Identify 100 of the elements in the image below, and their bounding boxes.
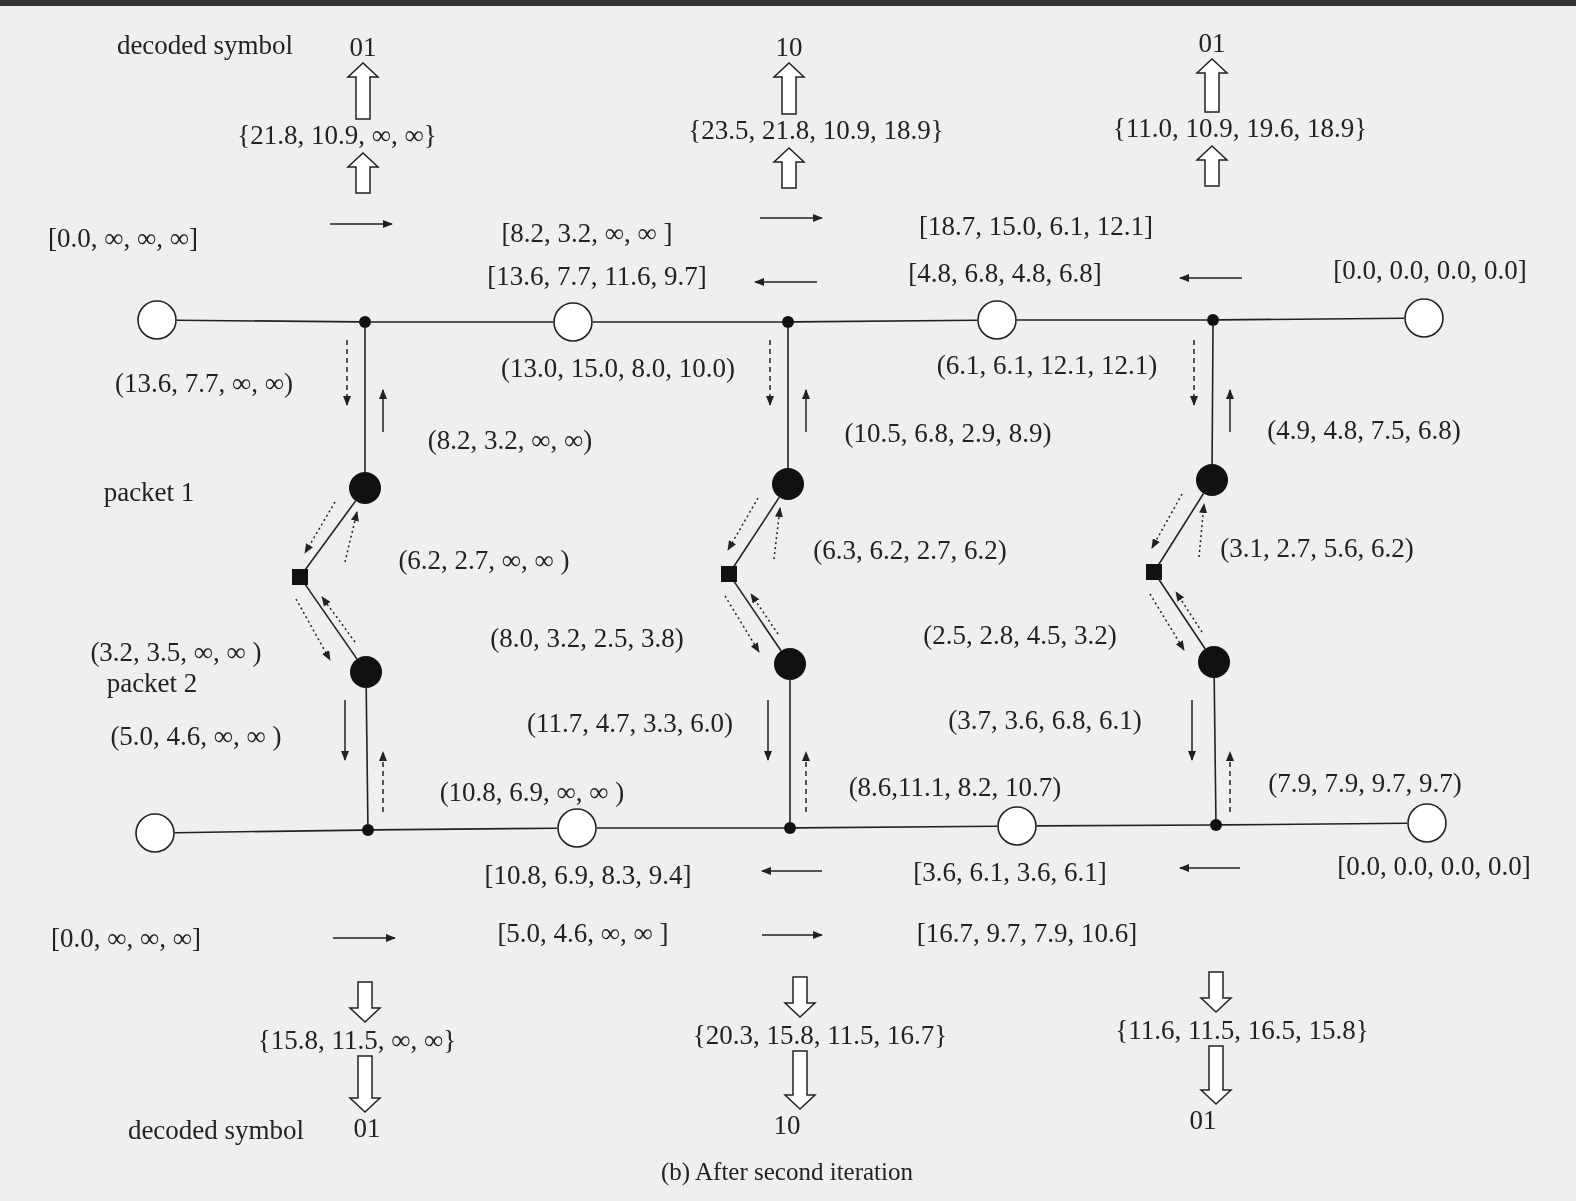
junction-dot [359, 316, 371, 328]
connector-line [370, 321, 554, 323]
connector-line [787, 327, 789, 469]
message-vector: (13.0, 15.0, 8.0, 10.0) [501, 353, 735, 383]
message-vector: (13.6, 7.7, ∞, ∞) [115, 368, 293, 398]
open-circle-node [553, 302, 593, 342]
decoded-symbol: 01 [353, 1113, 381, 1143]
connector-line [732, 496, 780, 569]
square-node [292, 569, 308, 585]
connector-line [1213, 677, 1217, 820]
message-vector: [16.7, 9.7, 7.9, 10.6] [916, 918, 1138, 948]
value-set: {21.8, 10.9, ∞, ∞} [237, 120, 437, 150]
message-vector: [0.0, 0.0, 0.0, 0.0] [1333, 255, 1527, 285]
open-circle-node [137, 300, 177, 340]
message-vector: (8.2, 3.2, ∞, ∞) [427, 425, 593, 455]
packet-label: packet 2 [106, 668, 198, 698]
message-vector: (10.8, 6.9, ∞, ∞ ) [439, 777, 625, 807]
message-vector: (5.0, 4.6, ∞, ∞ ) [110, 721, 282, 751]
message-vector: [8.2, 3.2, ∞, ∞ ] [501, 218, 673, 248]
message-vector: (10.5, 6.8, 2.9, 8.9) [844, 418, 1052, 448]
block-arrow [1199, 1045, 1233, 1106]
square-node [721, 566, 737, 582]
filled-circle-node [772, 468, 804, 500]
connector-line [596, 827, 785, 829]
block-arrow [346, 151, 380, 194]
connector-line [1016, 319, 1208, 321]
message-vector: [10.8, 6.9, 8.3, 9.4] [484, 860, 692, 890]
message-vector: [18.7, 15.0, 6.1, 12.1] [919, 211, 1153, 241]
value-set: {15.8, 11.5, ∞, ∞} [257, 1025, 457, 1055]
message-vector: [0.0, ∞, ∞, ∞] [48, 223, 198, 253]
open-circle-node [997, 806, 1037, 846]
junction-dot [782, 316, 794, 328]
message-vector: (3.7, 3.6, 6.8, 6.1) [948, 705, 1142, 735]
connector-line [1218, 317, 1405, 321]
message-vector: (8.6,11.1, 8.2, 10.7) [848, 772, 1062, 802]
filled-circle-node [1196, 464, 1228, 496]
message-vector: (6.2, 2.7, ∞, ∞ ) [398, 545, 570, 575]
connector-line [1157, 492, 1205, 566]
open-circle-node [1407, 803, 1447, 843]
square-node [1146, 564, 1162, 580]
row-label: decoded symbol [116, 30, 294, 60]
connector-line [373, 827, 558, 831]
connector-line [364, 327, 366, 473]
message-vector: (4.9, 4.8, 7.5, 6.8) [1267, 415, 1461, 445]
open-circle-node [1404, 298, 1444, 338]
block-arrow [772, 146, 806, 189]
open-circle-node [135, 813, 175, 853]
connector-line [174, 829, 363, 834]
decoded-symbol: 01 [1189, 1105, 1217, 1135]
connector-line [176, 319, 360, 323]
connector-line [303, 582, 358, 660]
filled-circle-node [774, 648, 806, 680]
message-vector: [3.6, 6.1, 3.6, 6.1] [913, 857, 1107, 887]
connector-line [793, 319, 978, 323]
filled-circle-node [1198, 646, 1230, 678]
value-set: {20.3, 15.8, 11.5, 16.7} [692, 1020, 948, 1050]
decoded-symbol: 10 [775, 32, 803, 62]
block-arrow [346, 61, 380, 120]
message-vector: (2.5, 2.8, 4.5, 3.2) [923, 620, 1117, 650]
block-arrow [1195, 57, 1229, 113]
connector-line [789, 679, 791, 823]
value-set: {11.6, 11.5, 16.5, 15.8} [1115, 1015, 1369, 1045]
connector-line [1211, 325, 1214, 465]
connector-line [1157, 577, 1206, 650]
decoded-symbol: 10 [773, 1110, 801, 1140]
connector-line [365, 687, 369, 825]
message-vector: [0.0, 0.0, 0.0, 0.0] [1337, 851, 1531, 881]
connector-line [1036, 824, 1211, 827]
caption: (b) After second iteration [661, 1157, 913, 1187]
block-arrow [772, 61, 806, 115]
block-arrow [348, 981, 382, 1024]
junction-dot [1210, 819, 1222, 831]
message-vector: [5.0, 4.6, ∞, ∞ ] [497, 918, 669, 948]
block-arrow [783, 976, 817, 1019]
connector-line [592, 321, 783, 323]
connector-line [1221, 822, 1408, 826]
message-vector: [13.6, 7.7, 11.6, 9.7] [487, 261, 707, 291]
value-set: {11.0, 10.9, 19.6, 18.9} [1112, 113, 1368, 143]
filled-circle-node [350, 656, 382, 688]
message-vector: (8.0, 3.2, 2.5, 3.8) [490, 623, 684, 653]
message-vector: [4.8, 6.8, 4.8, 6.8] [908, 258, 1102, 288]
message-vector: (6.3, 6.2, 2.7, 6.2) [813, 535, 1007, 565]
message-vector: (3.1, 2.7, 5.6, 6.2) [1220, 533, 1414, 563]
message-vector: (11.7, 4.7, 3.3, 6.0) [527, 708, 733, 738]
junction-dot [784, 822, 796, 834]
connector-line [732, 579, 782, 652]
connector-line [303, 500, 357, 572]
junction-dot [362, 824, 374, 836]
block-arrow [348, 1055, 382, 1114]
junction-dot [1207, 314, 1219, 326]
block-arrow [783, 1050, 817, 1111]
value-set: {23.5, 21.8, 10.9, 18.9} [688, 115, 944, 145]
block-arrow [1199, 971, 1233, 1014]
filled-circle-node [349, 472, 381, 504]
open-circle-node [977, 300, 1017, 340]
open-circle-node [557, 808, 597, 848]
packet-label: packet 1 [103, 477, 195, 507]
connector-line [795, 825, 998, 829]
row-label: decoded symbol [127, 1115, 305, 1145]
decoded-symbol: 01 [1198, 28, 1226, 58]
